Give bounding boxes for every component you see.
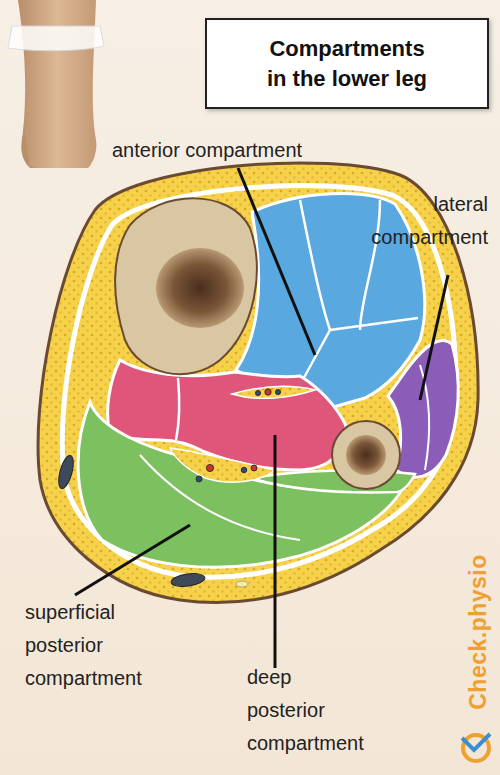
leader-line	[274, 435, 277, 668]
muscle-septum	[176, 378, 179, 440]
logo-mark	[462, 734, 490, 761]
vein	[275, 389, 280, 394]
title-box: Compartments in the lower leg	[205, 18, 489, 109]
tibia	[115, 198, 257, 374]
compartment-label: lateral compartment	[338, 188, 488, 254]
leg-heel	[21, 130, 38, 168]
artery	[265, 389, 271, 395]
artery	[206, 464, 213, 471]
vein	[196, 476, 202, 482]
leader-line	[75, 525, 190, 595]
leg-thumbnail	[18, 0, 96, 168]
fibula	[332, 421, 400, 489]
fat-stripe	[170, 448, 275, 482]
fat-stripe	[232, 387, 315, 399]
title-text: Compartments in the lower leg	[260, 34, 435, 94]
artery	[251, 465, 257, 471]
superficial-posterior-compartment	[78, 402, 402, 567]
compartment-label: superficial posterior compartment	[25, 596, 190, 695]
leader-line	[238, 168, 315, 355]
vein	[170, 572, 205, 589]
leader-line	[420, 275, 448, 400]
vein	[56, 454, 76, 490]
vein	[255, 390, 260, 395]
leg-section-band	[8, 26, 104, 51]
nerve	[236, 581, 248, 587]
watermark: Check.physio	[462, 542, 495, 722]
fibula-marrow	[346, 435, 386, 475]
tibia-marrow	[156, 248, 244, 328]
vein	[241, 467, 247, 473]
compartment-label: deep posterior compartment	[247, 661, 369, 760]
compartment-label: anterior compartment	[112, 134, 392, 167]
